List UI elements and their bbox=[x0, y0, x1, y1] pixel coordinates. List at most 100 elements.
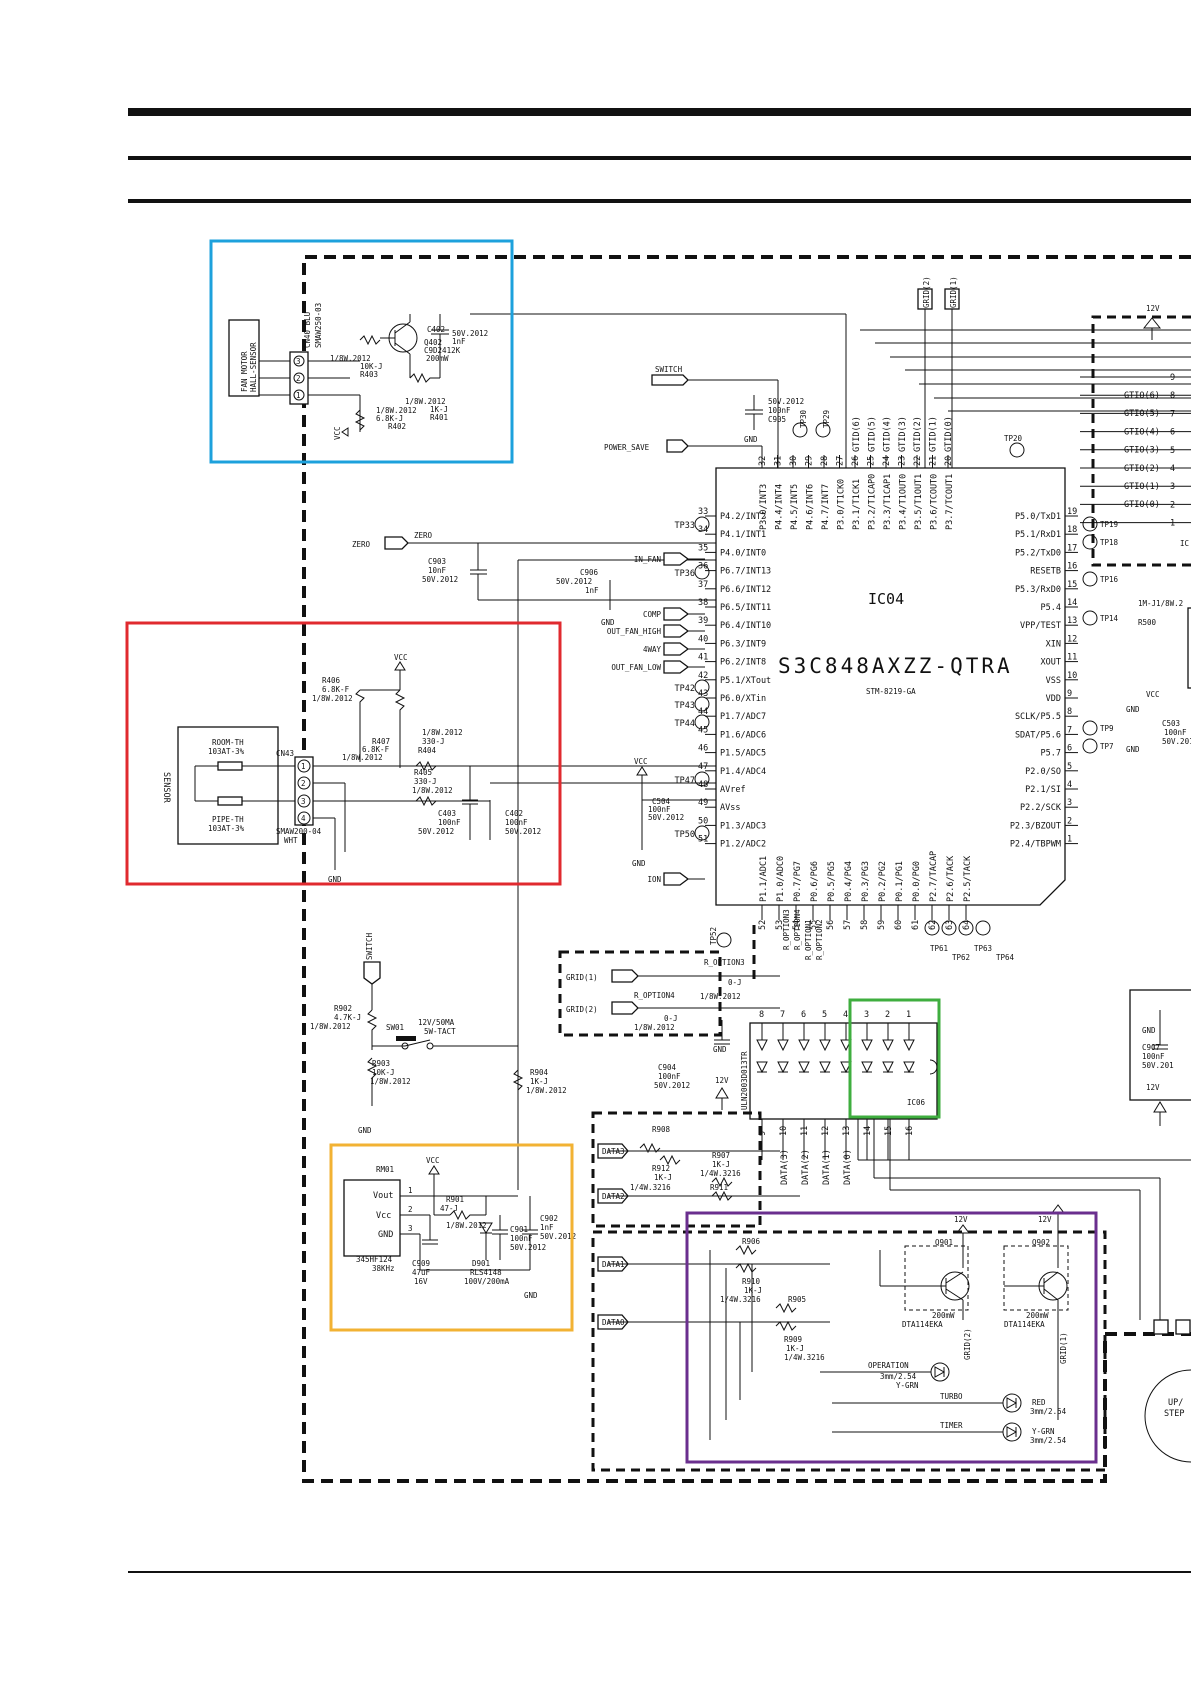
svg-text:VCC: VCC bbox=[1146, 690, 1160, 699]
svg-text:2: 2 bbox=[296, 374, 301, 383]
gtio-label: GTIO(5) bbox=[1124, 409, 1160, 419]
ic04-pin-number: 13 bbox=[1067, 616, 1077, 626]
svg-text:1/4W.3216: 1/4W.3216 bbox=[700, 1169, 741, 1178]
ic06-pin-number: 11 bbox=[800, 1126, 810, 1136]
svg-text:50V.201: 50V.201 bbox=[1162, 737, 1191, 746]
svg-text:1/8W.2012: 1/8W.2012 bbox=[310, 1022, 351, 1031]
ic04-pin-name: P6.2/INT8 bbox=[720, 658, 766, 668]
svg-text:R911: R911 bbox=[710, 1183, 728, 1192]
ic06-diode bbox=[777, 1061, 789, 1074]
svg-text:GND: GND bbox=[632, 859, 646, 868]
ic04-pin-name: P1.4/ADC4 bbox=[720, 767, 766, 777]
gtio-pin: 9 bbox=[1170, 373, 1175, 383]
net-flag bbox=[663, 624, 690, 638]
ic04-pin-name: P3.2/T1CAP0 bbox=[868, 474, 878, 530]
ic06-diode bbox=[882, 1061, 894, 1074]
gtio-label: GTIO(6) bbox=[1124, 391, 1160, 401]
ic06-pin-number: 3 bbox=[864, 1010, 869, 1020]
ic06-buffer bbox=[798, 1039, 810, 1052]
svg-text:1/8W.2012: 1/8W.2012 bbox=[330, 354, 371, 363]
ic04-pin-name: P6.5/INT11 bbox=[720, 603, 771, 613]
ic04-pin-name: P2.1/SI bbox=[1025, 785, 1061, 795]
ic04-pin-number: 14 bbox=[1067, 598, 1077, 608]
svg-text:C905: C905 bbox=[768, 415, 786, 424]
net-flag bbox=[663, 872, 690, 886]
tp-label: TP61 bbox=[930, 944, 948, 953]
gtio-pin: 5 bbox=[1170, 446, 1175, 456]
net-flag-label: 4WAY bbox=[643, 645, 662, 654]
ic04-pin-name: P3.0/INT3 bbox=[759, 484, 769, 530]
highlight-blue bbox=[209, 239, 514, 464]
ic04-pin-number: 23 bbox=[898, 456, 908, 466]
ic04-pin-name: P3.1/T1CK1 bbox=[852, 479, 862, 530]
svg-text:2: 2 bbox=[301, 779, 306, 788]
ic04-pin-number: 37 bbox=[698, 580, 708, 590]
svg-text:10K-J: 10K-J bbox=[372, 1068, 395, 1077]
switch-flag-top: SWITCH bbox=[655, 365, 683, 374]
ic04-pin-name: SDAT/P5.6 bbox=[1015, 730, 1061, 740]
ic04-pin-number: 53 bbox=[775, 920, 785, 930]
led-spec: 3mm/2.54 bbox=[1030, 1436, 1067, 1445]
gtio-right: GTIO(6)GTIO(5)GTIO(4)GTIO(3)GTIO(2)GTIO(… bbox=[1080, 373, 1191, 529]
ic04-pin-name: P1.1/ADC1 bbox=[759, 856, 769, 902]
svg-text:100nF: 100nF bbox=[510, 1234, 533, 1243]
test-point bbox=[1082, 720, 1098, 736]
svg-text:1K-J: 1K-J bbox=[712, 1160, 730, 1169]
ic04-pin-number: 48 bbox=[698, 780, 708, 790]
ic04-pin-number: 33 bbox=[698, 507, 708, 517]
ic04-pin-number: 6 bbox=[1067, 744, 1072, 754]
tp-label: TP7 bbox=[1100, 742, 1114, 751]
ic04-pin-name: P2.4/TBPWM bbox=[1010, 840, 1061, 850]
ic04-pin-name: P2.7/TACAP bbox=[929, 851, 939, 902]
data-net-label: DATA(3) bbox=[780, 1149, 790, 1185]
svg-text:GRID(1): GRID(1) bbox=[566, 973, 598, 982]
ic04-pin-number: 16 bbox=[1067, 562, 1077, 572]
svg-text:10K-J: 10K-J bbox=[360, 362, 383, 371]
ic04-pin-number: 19 bbox=[1067, 507, 1077, 517]
ic04-pin-name: XIN bbox=[1046, 639, 1061, 649]
ic04-pin-name: P5.7 bbox=[1041, 749, 1061, 759]
ic04-pin-name: P0.3/PG3 bbox=[861, 861, 871, 902]
ic04-pin-number: 18 bbox=[1067, 525, 1077, 535]
ic04-pin-number: 3 bbox=[1067, 798, 1072, 808]
svg-text:1: 1 bbox=[408, 1186, 413, 1195]
led-icon bbox=[930, 1362, 950, 1382]
svg-text:1/8W.2012: 1/8W.2012 bbox=[376, 406, 417, 415]
led-color: Y-GRN bbox=[1032, 1427, 1055, 1436]
highlight-green bbox=[848, 998, 941, 1119]
ic04-pin-number: 36 bbox=[698, 562, 708, 572]
ic04-pin-number: 7 bbox=[1067, 725, 1072, 735]
svg-text:CN43: CN43 bbox=[276, 749, 294, 758]
test-point bbox=[975, 920, 991, 936]
svg-text:100nF: 100nF bbox=[658, 1072, 681, 1081]
svg-text:R406: R406 bbox=[322, 676, 341, 685]
ic04-pin-name: P2.2/SCK bbox=[1020, 803, 1062, 813]
board-outline bbox=[302, 255, 1191, 1483]
svg-text:RM01: RM01 bbox=[376, 1165, 394, 1174]
ic04-pin-number: 11 bbox=[1067, 653, 1077, 663]
tp-label: TP47 bbox=[675, 776, 695, 786]
svg-text:TP20: TP20 bbox=[1004, 434, 1023, 443]
ic04-pin-name: VDD bbox=[1046, 694, 1061, 704]
svg-text:R904: R904 bbox=[530, 1068, 549, 1077]
svg-text:C402: C402 bbox=[505, 809, 523, 818]
right-dashed-box bbox=[1091, 315, 1191, 567]
svg-text:C907: C907 bbox=[1142, 1043, 1160, 1052]
net-flag bbox=[663, 607, 690, 621]
svg-text:1/8W.2012: 1/8W.2012 bbox=[342, 753, 383, 762]
svg-text:100nF: 100nF bbox=[505, 818, 528, 827]
svg-text:ROOM-TH: ROOM-TH bbox=[212, 738, 244, 747]
zero-label: ZERO bbox=[352, 540, 371, 549]
svg-text:C503: C503 bbox=[1162, 719, 1180, 728]
svg-text:R910: R910 bbox=[742, 1277, 761, 1286]
ic06-diode bbox=[861, 1061, 873, 1074]
ic06-pin-number: 4 bbox=[843, 1010, 848, 1020]
svg-text:1nF: 1nF bbox=[540, 1223, 554, 1232]
ic04-pin-name: P0.5/PG5 bbox=[827, 861, 837, 902]
tp-label: TP14 bbox=[1100, 614, 1119, 623]
svg-text:Q901: Q901 bbox=[935, 1238, 953, 1247]
svg-text:1/8W.2012: 1/8W.2012 bbox=[422, 728, 463, 737]
ic04-pin-number: 21 bbox=[929, 456, 939, 466]
